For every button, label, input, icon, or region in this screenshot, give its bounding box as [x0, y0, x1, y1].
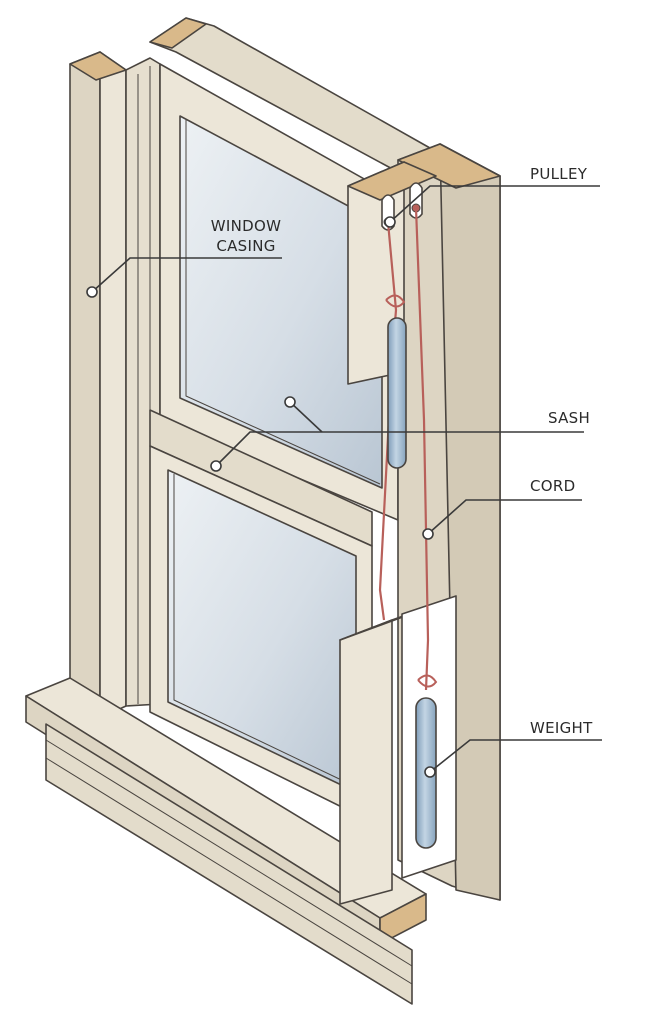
- leader-pulley: [389, 185, 600, 223]
- upper-weight: [387, 317, 407, 469]
- marker-cord: [422, 528, 434, 540]
- label-pulley: PULLEY: [530, 165, 588, 183]
- right-jamb-end: [397, 143, 501, 189]
- label-weight: WEIGHT: [530, 719, 593, 737]
- label-cord: CORD: [530, 477, 576, 495]
- upper-sash-glass: [179, 115, 383, 489]
- marker-pulley: [384, 216, 396, 228]
- marker-window-casing: [86, 286, 98, 298]
- marker-sash-upper: [284, 396, 296, 408]
- marker-weight: [424, 766, 436, 778]
- pulley-stile-end: [347, 161, 437, 201]
- leader-sash: [215, 431, 584, 467]
- left-casing-face: [99, 51, 127, 719]
- marker-sash-lower: [210, 460, 222, 472]
- label-window-casing-line1: WINDOW: [210, 217, 282, 235]
- head-casing-end: [149, 17, 207, 49]
- label-window-casing-line2: CASING: [216, 237, 276, 255]
- left-casing: [69, 51, 101, 729]
- label-sash: SASH: [548, 409, 591, 427]
- leader-sash-upper: [289, 401, 323, 433]
- lower-jamb-board: [339, 619, 393, 905]
- leader-weight: [429, 739, 602, 773]
- apron: [45, 723, 413, 1005]
- label-window-casing: WINDOW CASING: [200, 216, 292, 256]
- leader-cord: [427, 499, 582, 535]
- leader-window-casing: [91, 257, 282, 293]
